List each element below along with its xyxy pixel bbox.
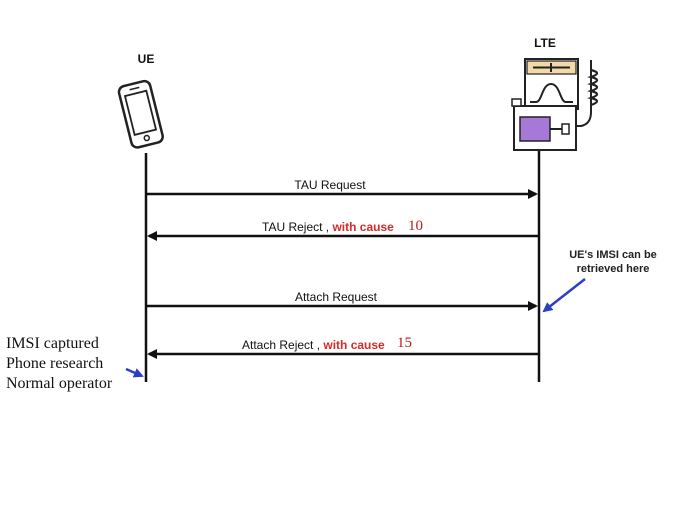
tau-reject-cause: with cause: [331, 220, 394, 234]
ue-note-pointer-arrow: [125, 367, 144, 378]
attach-reject-text: Attach Reject ,: [242, 338, 323, 352]
tau-reject-text: TAU Reject ,: [262, 220, 332, 234]
lte-label: LTE: [534, 36, 556, 50]
attach-reject-cause-value: 15: [397, 335, 412, 351]
attach-request-label: Attach Request: [295, 290, 378, 304]
tau-reject-cause-value: 10: [408, 218, 423, 234]
base-station-icon: [511, 58, 599, 151]
ue-note-line-3: Normal operator: [6, 375, 113, 392]
lte-note-line-1: UE's IMSI can be: [569, 249, 657, 261]
ue-note-line-2: Phone research: [6, 355, 104, 372]
smartphone-icon: [117, 79, 164, 149]
tau-reject-label: TAU Reject , with cause: [262, 220, 394, 234]
attach-reject-cause: with cause: [322, 338, 385, 352]
lte-note-pointer-arrow: [542, 278, 586, 313]
ue-note-line-1: IMSI captured: [6, 335, 99, 352]
ue-note: IMSI captured Phone research Normal oper…: [6, 334, 112, 394]
attach-reject-label: Attach Reject , with cause: [242, 338, 385, 352]
lte-note-line-2: retrieved here: [577, 263, 650, 275]
tau-request-label: TAU Request: [294, 178, 366, 192]
ue-label: UE: [138, 52, 155, 66]
